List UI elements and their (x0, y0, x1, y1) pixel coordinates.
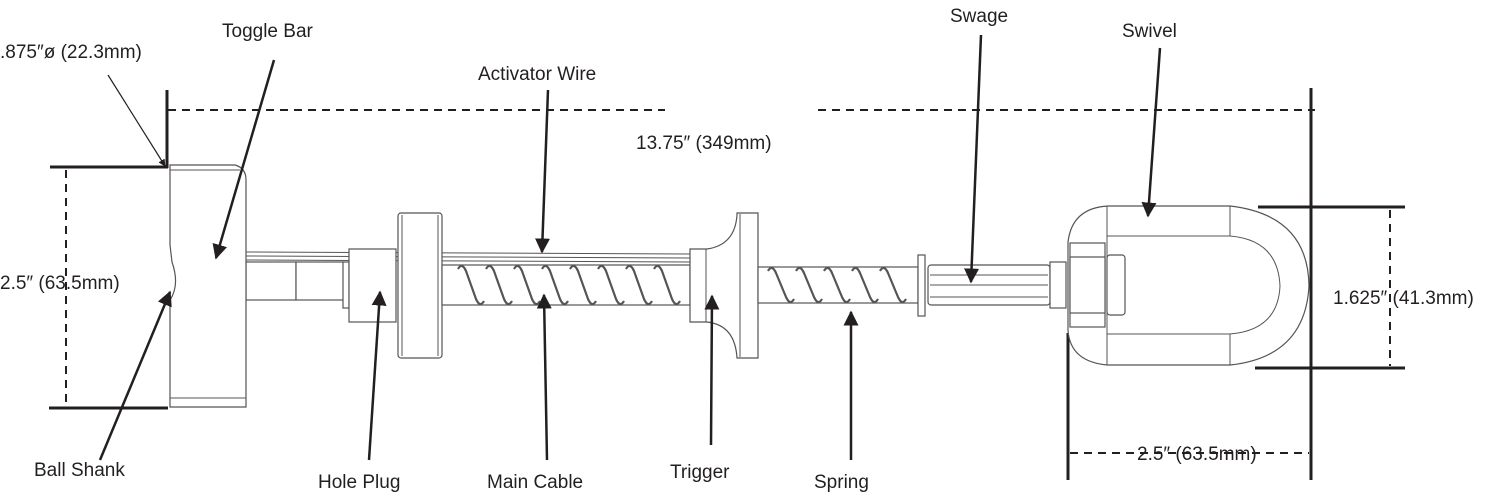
toggle-bar-arrow (212, 59, 276, 260)
spring-coil (795, 266, 823, 304)
label-swivel: Swivel (1122, 21, 1177, 42)
spring-coil (597, 264, 625, 306)
hole-plug-flange (397, 212, 443, 359)
trigger-arrow (704, 294, 720, 446)
label-toggle-height: 2.5″ (63.5mm) (0, 273, 120, 294)
label-activator-wire: Activator Wire (478, 64, 596, 85)
label-ball-shank: Ball Shank (34, 460, 125, 481)
cable-sleeve (295, 261, 345, 301)
main-cable-arrow (536, 293, 552, 461)
toggle-bar-drawing (169, 164, 247, 408)
leader-arrows (98, 34, 1162, 461)
ball-shank-shaft (245, 261, 297, 301)
swivel-drawing (1067, 205, 1310, 366)
spring-coil (457, 264, 485, 306)
label-swage: Swage (950, 6, 1008, 27)
label-toggle-bar: Toggle Bar (222, 21, 314, 42)
activator-wire-arrow (535, 89, 550, 254)
label-overall-length: 13.75″ (349mm) (636, 133, 772, 154)
dimension-lines (49, 74, 1405, 480)
spring-coil (541, 264, 569, 306)
washer (917, 254, 926, 317)
label-main-cable: Main Cable (487, 472, 583, 493)
label-swivel-height: 1.625″ (41.3mm) (1333, 288, 1474, 309)
hole-plug-drawing (348, 248, 397, 323)
spring-coil (767, 266, 795, 304)
ball-shank-arrow (98, 290, 172, 461)
label-diameter: .875″ø (22.3mm) (0, 42, 142, 63)
spring-coil (851, 266, 879, 304)
label-spring: Spring (814, 472, 869, 493)
label-swivel-length: 2.5″ (63.5mm) (1137, 444, 1257, 465)
spring-coil (879, 266, 907, 304)
label-hole-plug: Hole Plug (318, 472, 400, 493)
spring-coil (569, 264, 597, 306)
activator-wire-drawing (245, 251, 691, 263)
spring-coil (653, 264, 681, 306)
swage-arrow (964, 34, 983, 284)
label-trigger: Trigger (670, 462, 730, 483)
hole-plug-arrow (367, 290, 387, 461)
swivel-arrow (1141, 47, 1162, 218)
spring-coil (485, 264, 513, 306)
spring-coils (767, 266, 907, 304)
main-cable-drawing (441, 264, 691, 306)
spring-coil (823, 266, 851, 304)
spring-coil (625, 264, 653, 306)
trigger-drawing (689, 212, 759, 359)
